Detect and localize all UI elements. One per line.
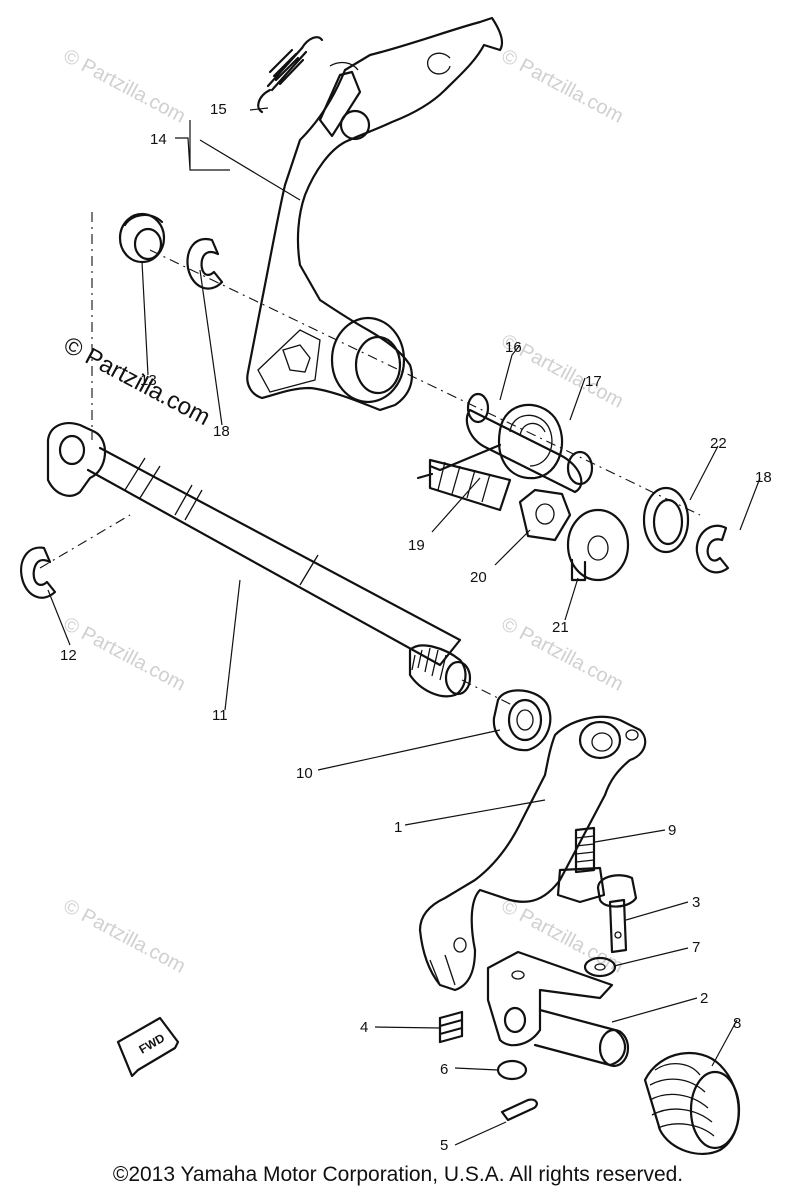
part-9-bolt [556, 826, 606, 904]
axis-line [149, 249, 701, 516]
part-12-circlip [20, 546, 57, 599]
part-15-spring [257, 36, 324, 114]
callout-9: 9 [668, 822, 676, 839]
watermark: © Partzilla.com [60, 613, 189, 696]
callout-15: 15 [210, 101, 227, 118]
watermark-dark: © Partzilla.com [59, 331, 214, 431]
callout-2: 2 [700, 990, 708, 1007]
copyright-notice: ©2013 Yamaha Motor Corporation, U.S.A. A… [112, 1163, 684, 1186]
callout-7: 7 [692, 939, 700, 956]
callout-5: 5 [440, 1137, 448, 1154]
axis-line [39, 514, 131, 569]
callout-12: 12 [60, 647, 77, 664]
callout-17: 17 [585, 373, 602, 390]
part-14-shift-arm [246, 16, 504, 412]
fwd-label: FWD [137, 1031, 168, 1057]
part-8-footrest-rubber [643, 1051, 741, 1155]
callout-19: 19 [408, 537, 425, 554]
watermark: © Partzilla.com [60, 45, 189, 128]
part-13-collar [118, 212, 166, 264]
part-20-nut [518, 488, 572, 542]
part-2-bracket [486, 950, 630, 1068]
callout-13: 13 [140, 372, 157, 389]
callout-16: 16 [505, 339, 522, 356]
callout-22: 22 [710, 435, 727, 452]
watermark: © Partzilla.com [60, 895, 189, 978]
watermark: © Partzilla.com [498, 45, 627, 128]
callout-4: 4 [360, 1019, 368, 1036]
callout-18: 18 [213, 423, 230, 440]
part-5-cotter-pin [500, 1098, 538, 1122]
callout-3: 3 [692, 894, 700, 911]
watermark: © Partzilla.com [498, 895, 627, 978]
callout-11: 11 [212, 707, 228, 724]
part-11-shift-shaft [46, 422, 472, 698]
part-22-washer [642, 486, 690, 554]
callout-8: 8 [733, 1015, 741, 1032]
callout-numbers: 15 14 13 18 16 17 22 18 19 20 21 12 11 1… [60, 101, 772, 1154]
part-10-oil-seal [492, 689, 552, 752]
watermarks: © Partzilla.com © Partzilla.com © Partzi… [60, 45, 627, 978]
callout-10: 10 [296, 765, 313, 782]
part-16-shaft [465, 392, 594, 494]
part-18-circlip-right [695, 524, 730, 574]
part-3-pin [596, 874, 638, 954]
part-18-circlip [186, 237, 224, 290]
callout-6: 6 [440, 1061, 448, 1078]
part-6-washer [496, 1059, 528, 1081]
callout-18-right: 18 [755, 469, 772, 486]
part-7-washer [583, 956, 617, 978]
callout-20: 20 [470, 569, 487, 586]
part-17-spring [428, 403, 564, 480]
callout-14: 14 [150, 131, 167, 148]
part-19-bolt [416, 458, 512, 512]
callout-1: 1 [394, 819, 402, 836]
part-21-lock-washer [566, 508, 630, 582]
part-1-shift-pedal [418, 715, 647, 992]
part-4-spring [438, 1010, 464, 1044]
forward-arrow-icon: FWD [116, 1016, 180, 1078]
axis-line [461, 679, 513, 706]
callout-lines [47, 107, 761, 1146]
callout-21: 21 [552, 619, 569, 636]
